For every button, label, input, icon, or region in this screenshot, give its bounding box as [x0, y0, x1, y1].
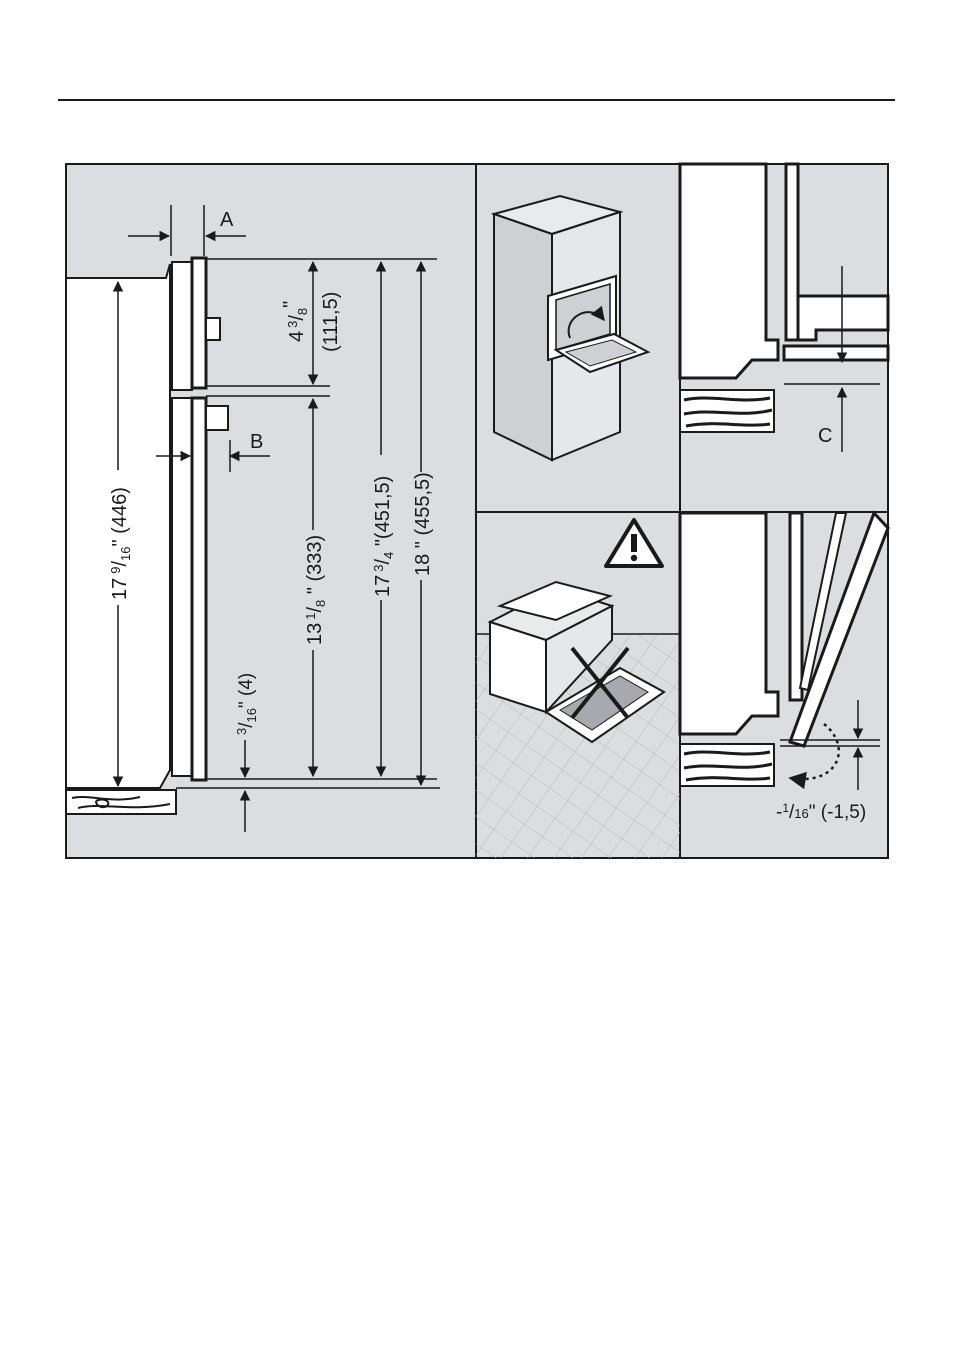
dim-3-16: 3/16" (4) — [234, 673, 259, 735]
dim-13-1-8: 131/8 " (333) — [303, 535, 328, 645]
dim-neg-1-16: -1/16" (-1,5) — [776, 801, 866, 823]
wood-shelf — [66, 790, 176, 814]
dim-17-3-4: 173/4 "(451,5) — [371, 476, 396, 597]
dim-4-3-8-mm: (111,5) — [320, 292, 342, 352]
oven-door — [172, 398, 192, 776]
control-knob — [206, 318, 220, 340]
label-b: B — [250, 431, 263, 453]
dim-18: 18 " (455,5) — [412, 472, 434, 576]
wood-shelf — [680, 390, 774, 432]
label-a: A — [220, 209, 234, 231]
door-handle — [206, 406, 228, 430]
wood-shelf — [680, 744, 774, 786]
dim-17-9-16: 179/16" (446) — [108, 487, 133, 600]
control-panel-front — [172, 262, 192, 390]
label-c: C — [818, 425, 832, 447]
